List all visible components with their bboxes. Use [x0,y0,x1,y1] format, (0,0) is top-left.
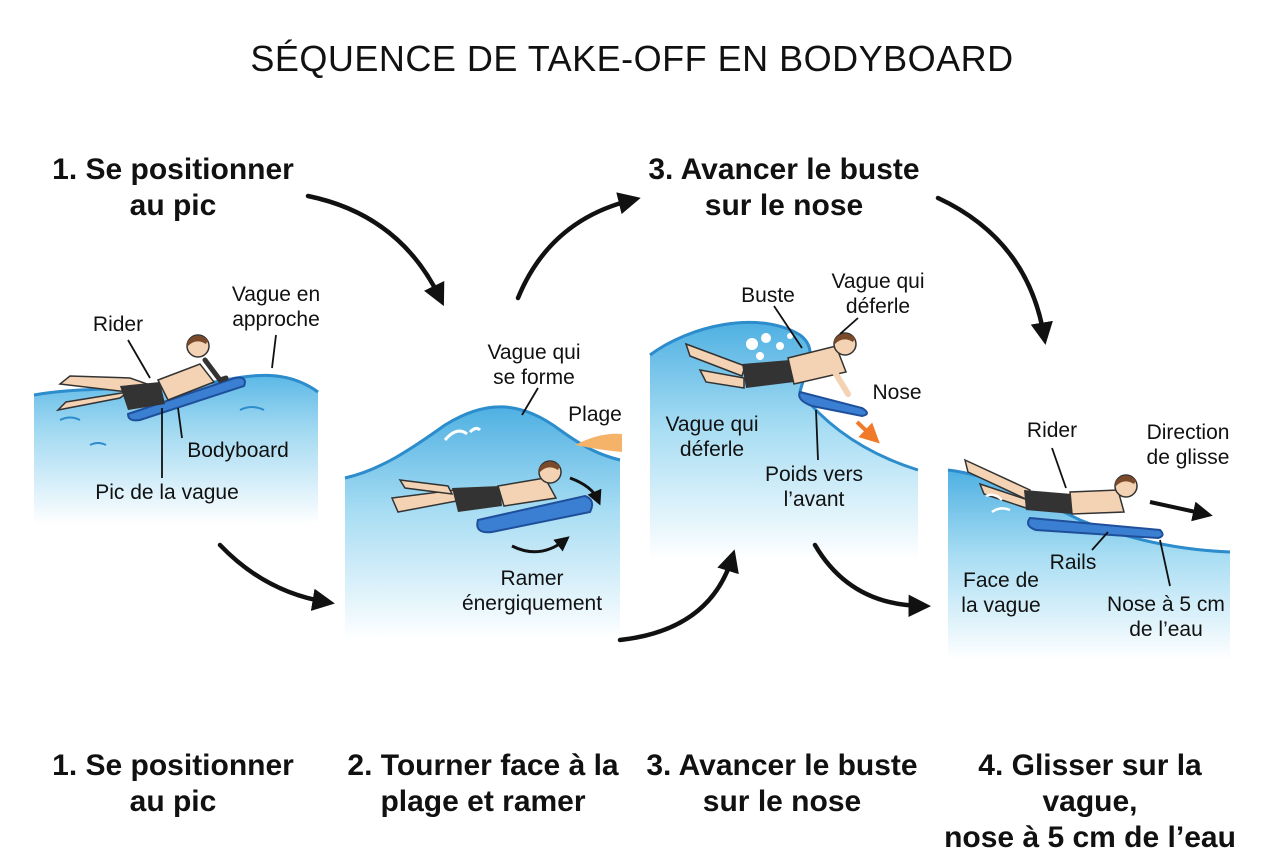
label-breaking-wave-top-line-2: déferle [845,295,911,318]
panel-4-bodyboard [1027,516,1164,540]
panel-4-spray [985,493,1011,514]
label-glide-direction-line-2: de glisse [1146,446,1230,469]
caption-step-2: 2. Tourner face à la plage et ramer [338,748,628,820]
caption-step-2-line-2: plage et ramer [380,785,586,818]
heading-step-1: 1. Se positionner au pic [28,152,318,224]
label-breaking-wave-left-line-1: Vague qui [665,413,759,436]
label-torso: Buste [741,284,795,307]
label-nose: Nose [872,381,922,404]
label-weight-forward: Poids vers l’avant [752,462,876,512]
caption-step-4-line-2: nose à 5 cm de l’eau [944,821,1236,854]
panel-1-water [34,375,318,525]
panel-4-water [948,470,1230,660]
panel-1 [33,334,319,525]
panel-1-bodyboard [126,376,246,422]
caption-step-3-line-1: 3. Avancer le buste [646,749,918,782]
caption-step-2-line-1: 2. Tourner face à la [347,749,619,782]
label-forming-wave-line-1: Vague qui [487,341,581,364]
panel-4-leaders [1051,447,1171,587]
panel-3-foam [746,333,793,360]
label-paddle-line-2: énergiquement [461,592,603,615]
label-incoming-wave: Vague en approche [216,282,336,332]
label-wave-face: Face de la vague [948,568,1054,618]
label-beach: Plage [568,403,622,426]
panel-2 [344,387,622,640]
label-paddle-line-1: Ramer [500,567,564,590]
panel-1-leaders [127,334,277,478]
label-glide-direction-line-1: Direction [1146,421,1230,444]
label-forming-wave-line-2: se forme [493,366,575,389]
label-paddle: Ramer énergiquement [452,566,612,616]
caption-step-1-line-2: au pic [129,785,217,818]
panel-3 [649,305,919,560]
label-bodyboard: Bodyboard [187,439,289,462]
heading-step-3: 3. Avancer le buste sur le nose [634,152,934,224]
label-weight-forward-line-2: l’avant [783,488,845,511]
label-rails: Rails [1049,551,1097,574]
label-glide-direction: Direction de glisse [1128,420,1248,470]
label-incoming-wave-line-1: Vague en [231,283,321,306]
panel-3-weight-arrow [855,420,880,444]
label-breaking-wave-left: Vague qui déferle [652,412,772,462]
diagram-title: SÉQUENCE DE TAKE-OFF EN BODYBOARD [250,38,1014,79]
label-wave-peak: Pic de la vague [95,481,239,504]
label-nose-height: Nose à 5 cm de l’eau [1098,592,1234,642]
label-breaking-wave-top: Vague qui déferle [818,269,938,319]
caption-step-1-line-1: 1. Se positionner [52,749,294,782]
label-nose-height-line-1: Nose à 5 cm [1107,593,1225,616]
label-nose-height-line-2: de l’eau [1129,618,1203,641]
panel-2-leaders [521,387,539,416]
label-rider: Rider [92,313,144,336]
panel-2-beach [575,433,622,452]
label-breaking-wave-left-line-2: déferle [679,438,745,461]
label-breaking-wave-top-line-1: Vague qui [831,270,925,293]
label-wave-face-line-1: Face de [963,569,1039,592]
panel-3-rider [684,332,857,397]
label-weight-forward-line-1: Poids vers [764,463,864,486]
panel-1-ripples [59,406,265,446]
arrow-title1-to-panel2 [305,193,445,307]
panel-2-paddle-arrows [511,476,602,554]
caption-step-4: 4. Glisser sur la vague, nose à 5 cm de … [930,748,1250,856]
arrow-panel3-to-panel4 [812,542,931,618]
caption-step-4-line-1: 4. Glisser sur la vague, [978,749,1202,818]
heading-step-3-line-1: 3. Avancer le buste [648,153,920,186]
label-forming-wave: Vague qui se forme [474,340,594,390]
panel-4 [947,447,1231,660]
arrow-panel1-to-panel2 [217,542,335,611]
panel-4-rider [963,458,1138,515]
caption-step-3: 3. Avancer le buste sur le nose [632,748,932,820]
heading-step-1-line-1: 1. Se positionner [52,153,294,186]
arrow-panel2-to-title3 [515,192,641,301]
panel-2-rider [390,460,562,513]
panel-3-bodyboard [798,390,868,418]
flow-arrows [217,192,1053,643]
label-wave-face-line-2: la vague [961,594,1041,617]
panel-1-rider [55,334,229,412]
caption-step-3-line-2: sur le nose [702,785,862,818]
arrow-title3-to-panel4 [935,195,1053,345]
heading-step-3-line-2: sur le nose [704,189,864,222]
panel-2-foam [443,426,482,442]
label-incoming-wave-line-2: approche [232,308,320,331]
arrow-panel2-to-panel3 [617,549,739,643]
heading-step-1-line-2: au pic [129,189,217,222]
panel-4-direction-arrow [1149,500,1213,522]
panel-3-leaders [773,305,859,461]
caption-step-1: 1. Se positionner au pic [28,748,318,820]
label-rider-panel-4: Rider [1026,419,1078,442]
